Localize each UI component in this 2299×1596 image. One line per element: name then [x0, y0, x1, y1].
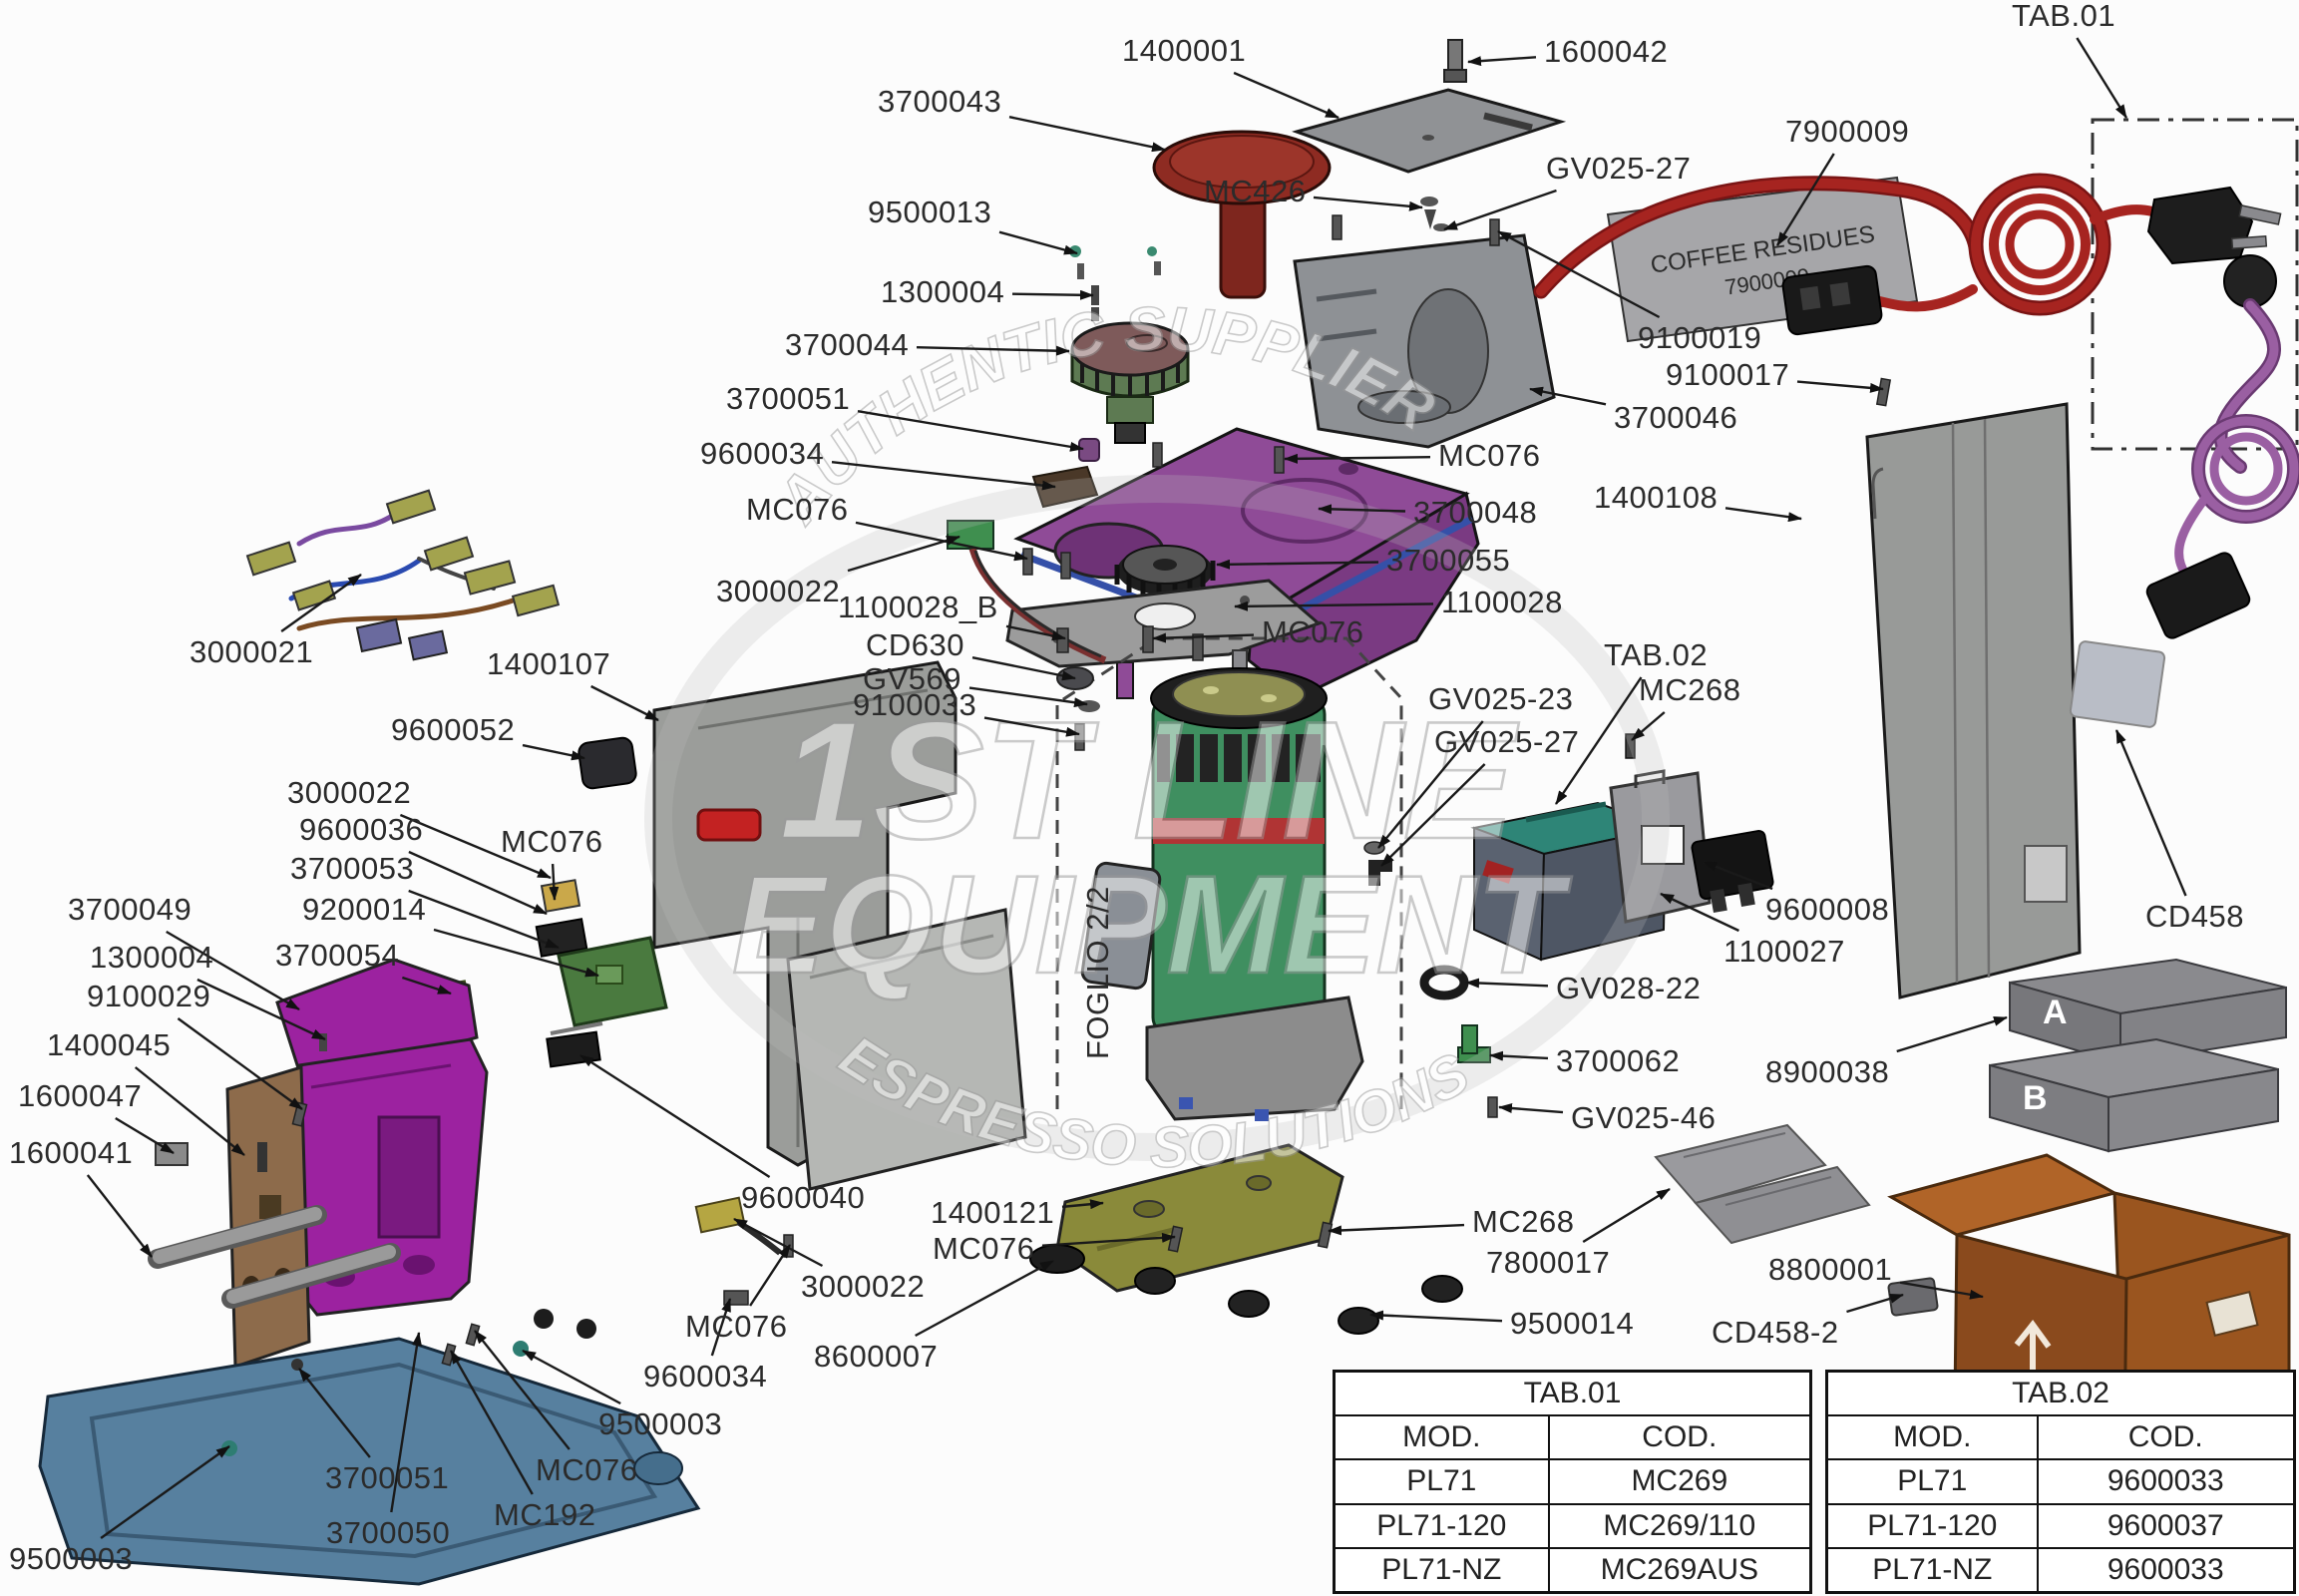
cell-mod: PL71-120 [1333, 1502, 1550, 1549]
cell-mod: PL71 [1825, 1458, 2039, 1505]
part-label-1400121: 1400121 [931, 1195, 1055, 1230]
col-header-cod: COD. [2036, 1414, 2296, 1461]
part-label-mc076: MC076 [746, 492, 849, 527]
part-label-9600040: 9600040 [741, 1180, 866, 1215]
part-label-mc268: MC268 [1472, 1204, 1575, 1239]
cell-cod: MC269 [1547, 1458, 1812, 1505]
cell-mod: PL71-120 [1825, 1502, 2039, 1549]
part-label-3700046: 3700046 [1614, 400, 1738, 435]
part-label-3000021: 3000021 [190, 634, 314, 669]
part-label-1100028: 1100028 [1441, 585, 1563, 619]
part-label-mc192: MC192 [494, 1497, 596, 1532]
part-label-mc076: MC076 [685, 1309, 788, 1344]
part-label-mc076: MC076 [501, 824, 603, 859]
part-label-9600036: 9600036 [299, 812, 424, 847]
col-header-mod: MOD. [1333, 1414, 1550, 1461]
part-label-9600034: 9600034 [643, 1359, 768, 1394]
part-label-mc076: MC076 [536, 1452, 638, 1487]
part-label-8800001: 8800001 [1768, 1252, 1893, 1287]
part-label-cd458-2: CD458-2 [1712, 1315, 1839, 1350]
part-label-gv025-27: GV025-27 [1434, 724, 1580, 759]
cell-cod: 9600037 [2036, 1502, 2296, 1549]
part-label-cd630: CD630 [866, 627, 964, 662]
part-label-gv025-27: GV025-27 [1546, 151, 1692, 186]
part-label-1100027: 1100027 [1724, 934, 1845, 969]
part-label-8600007: 8600007 [814, 1339, 939, 1374]
part-label-mc076: MC076 [1438, 438, 1541, 473]
table-title: TAB.01 [1333, 1370, 1812, 1417]
part-label-mc268: MC268 [1639, 672, 1741, 707]
part-label-cd458: CD458 [2145, 899, 2244, 934]
part-label-3700051: 3700051 [325, 1460, 450, 1495]
part-label-gv025-46: GV025-46 [1571, 1100, 1717, 1135]
part-label-gv025-23: GV025-23 [1428, 681, 1574, 716]
part-label-1400108: 1400108 [1594, 480, 1719, 515]
part-label-gv028-22: GV028-22 [1556, 971, 1702, 1005]
part-label-9500014: 9500014 [1510, 1306, 1635, 1341]
part-label-1300004: 1300004 [881, 274, 1005, 309]
part-label-8900038: 8900038 [1765, 1054, 1890, 1089]
part-label-9100019: 9100019 [1638, 320, 1762, 355]
part-label-3000022: 3000022 [287, 775, 412, 810]
part-label-7800017: 7800017 [1486, 1245, 1611, 1280]
part-label-mc426: MC426 [1204, 174, 1307, 208]
part-label-1600042: 1600042 [1544, 34, 1669, 69]
part-label-3000022: 3000022 [716, 574, 841, 608]
part-label-9500003: 9500003 [598, 1406, 723, 1441]
part-label-3700043: 3700043 [878, 84, 1002, 119]
part-label-3700055: 3700055 [1386, 543, 1511, 578]
cell-mod: PL71 [1333, 1458, 1550, 1505]
cell-cod: 9600033 [2036, 1546, 2296, 1594]
col-header-mod: MOD. [1825, 1414, 2039, 1461]
part-label-foglio-2-2: FOGLIO 2/2 [1080, 886, 1115, 1059]
cell-cod: MC269AUS [1547, 1546, 1812, 1594]
part-label-3700049: 3700049 [68, 892, 192, 927]
cell-mod: PL71-NZ [1333, 1546, 1550, 1594]
part-label-mc076: MC076 [1262, 614, 1364, 649]
part-label-1400045: 1400045 [47, 1027, 172, 1062]
part-label-1400107: 1400107 [487, 646, 611, 681]
part-label-tab-02: TAB.02 [1604, 637, 1709, 672]
part-label-gv569: GV569 [863, 661, 962, 696]
part-label-3700044: 3700044 [785, 327, 910, 362]
part-label-3700053: 3700053 [290, 851, 415, 886]
table-title: TAB.02 [1825, 1370, 2296, 1417]
part-label-1300004: 1300004 [90, 940, 214, 975]
part-label-3000022: 3000022 [801, 1269, 926, 1304]
part-label-9500013: 9500013 [868, 195, 992, 229]
part-label-mc076: MC076 [933, 1231, 1035, 1266]
part-label-9100033: 9100033 [853, 687, 977, 722]
part-label-3700051: 3700051 [726, 381, 851, 416]
part-label-9100029: 9100029 [87, 979, 211, 1013]
part-label-3700054: 3700054 [275, 938, 400, 973]
part-label-9600052: 9600052 [391, 712, 516, 747]
part-label-9100017: 9100017 [1666, 357, 1790, 392]
part-label-9200014: 9200014 [302, 892, 427, 927]
part-label-1600041: 1600041 [9, 1135, 134, 1170]
cell-cod: MC269/110 [1547, 1502, 1812, 1549]
part-label-1400001: 1400001 [1122, 33, 1247, 68]
part-label-9600008: 9600008 [1765, 892, 1890, 927]
cell-cod: 9600033 [2036, 1458, 2296, 1505]
part-label-9600034: 9600034 [700, 436, 825, 471]
cell-mod: PL71-NZ [1825, 1546, 2039, 1594]
part-label-1100028-b: 1100028_B [838, 590, 998, 624]
col-header-cod: COD. [1547, 1414, 1812, 1461]
part-label-3700050: 3700050 [326, 1515, 451, 1550]
part-label-3700062: 3700062 [1556, 1043, 1681, 1078]
part-label-3700048: 3700048 [1413, 495, 1538, 530]
part-label-1600047: 1600047 [18, 1078, 143, 1113]
part-label-7900009: 7900009 [1785, 114, 1910, 149]
part-label-9500003: 9500003 [9, 1541, 134, 1576]
part-label-tab-01: TAB.01 [2012, 0, 2116, 33]
